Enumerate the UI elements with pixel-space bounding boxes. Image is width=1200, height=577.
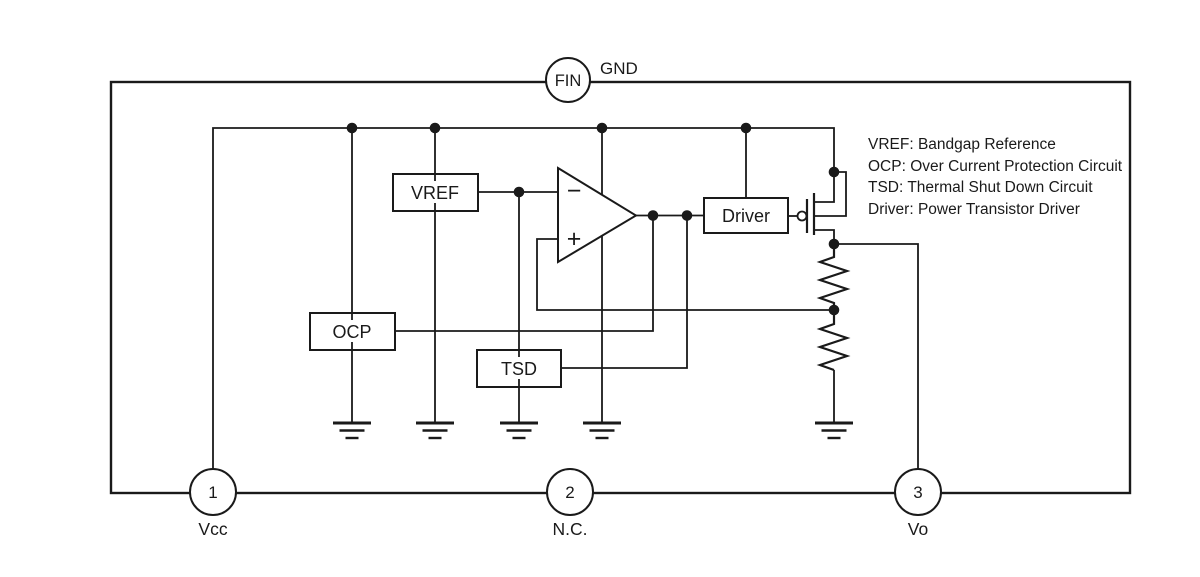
vref-label: VREF <box>411 183 459 203</box>
pin-1-number: 1 <box>208 483 217 502</box>
bulk-lead <box>814 171 847 217</box>
pin-1-circle <box>189 468 237 516</box>
opamp-triangle <box>557 166 638 264</box>
feedback-divider <box>816 244 851 372</box>
legend: VREF: Bandgap Reference OCP: Over Curren… <box>868 136 1123 218</box>
resistor-r1-icon <box>816 244 851 310</box>
opamp: − + <box>557 166 638 264</box>
pin-3-label: Vo <box>908 519 928 539</box>
pmos-transistor <box>796 171 847 244</box>
legend-line-tsd: TSD: Thermal Shut Down Circuit <box>868 179 1093 196</box>
ocp-block <box>309 312 396 351</box>
pin-3: 3 Vo <box>894 468 942 539</box>
supply-rail-wire <box>212 127 835 469</box>
package-border <box>109 80 1132 495</box>
vref-block <box>392 173 479 212</box>
wires <box>212 127 919 469</box>
driver-block <box>703 197 789 234</box>
pin-2-label: N.C. <box>553 519 588 539</box>
resistor-r2-icon <box>816 310 851 372</box>
legend-line-driver: Driver: Power Transistor Driver <box>868 201 1080 218</box>
gnd-label: GND <box>600 59 638 78</box>
legend-line-ocp: OCP: Over Current Protection Circuit <box>868 158 1123 175</box>
legend-line-vref: VREF: Bandgap Reference <box>868 136 1056 153</box>
opamp-noninverting-label: + <box>567 225 582 253</box>
vo-wire <box>834 243 919 469</box>
tsd-block <box>476 349 562 388</box>
pin-2-number: 2 <box>565 483 574 502</box>
feedback-wire <box>536 238 834 311</box>
fin-pad-label: FIN <box>555 72 582 90</box>
opamp-inverting-label: − <box>567 177 582 205</box>
ground-icon <box>815 421 853 440</box>
ground-icon <box>333 421 371 440</box>
ground-symbols <box>333 421 853 440</box>
block-label-masks <box>326 181 544 379</box>
tsd-label: TSD <box>501 359 537 379</box>
gate-bubble-icon <box>796 210 808 222</box>
pin-2-circle <box>546 468 594 516</box>
driver-label: Driver <box>722 206 770 226</box>
pin-1-label: Vcc <box>198 519 227 539</box>
block-labels: VREF OCP TSD Driver <box>332 183 770 379</box>
ocp-label: OCP <box>332 322 371 342</box>
fin-pad-circle <box>545 57 591 103</box>
pin-2: 2 N.C. <box>546 468 594 539</box>
pin-3-circle <box>894 468 942 516</box>
tsd-output-wire <box>561 215 688 369</box>
function-blocks <box>309 173 789 388</box>
fin-pad: FIN GND <box>545 57 638 103</box>
ground-icon <box>416 421 454 440</box>
source-lead <box>814 172 835 203</box>
pin-3-number: 3 <box>913 483 922 502</box>
pin-1: 1 Vcc <box>189 468 237 539</box>
junction-dots <box>346 122 840 316</box>
ground-icon <box>583 421 621 440</box>
ground-icon <box>500 421 538 440</box>
ocp-output-wire <box>395 215 654 332</box>
